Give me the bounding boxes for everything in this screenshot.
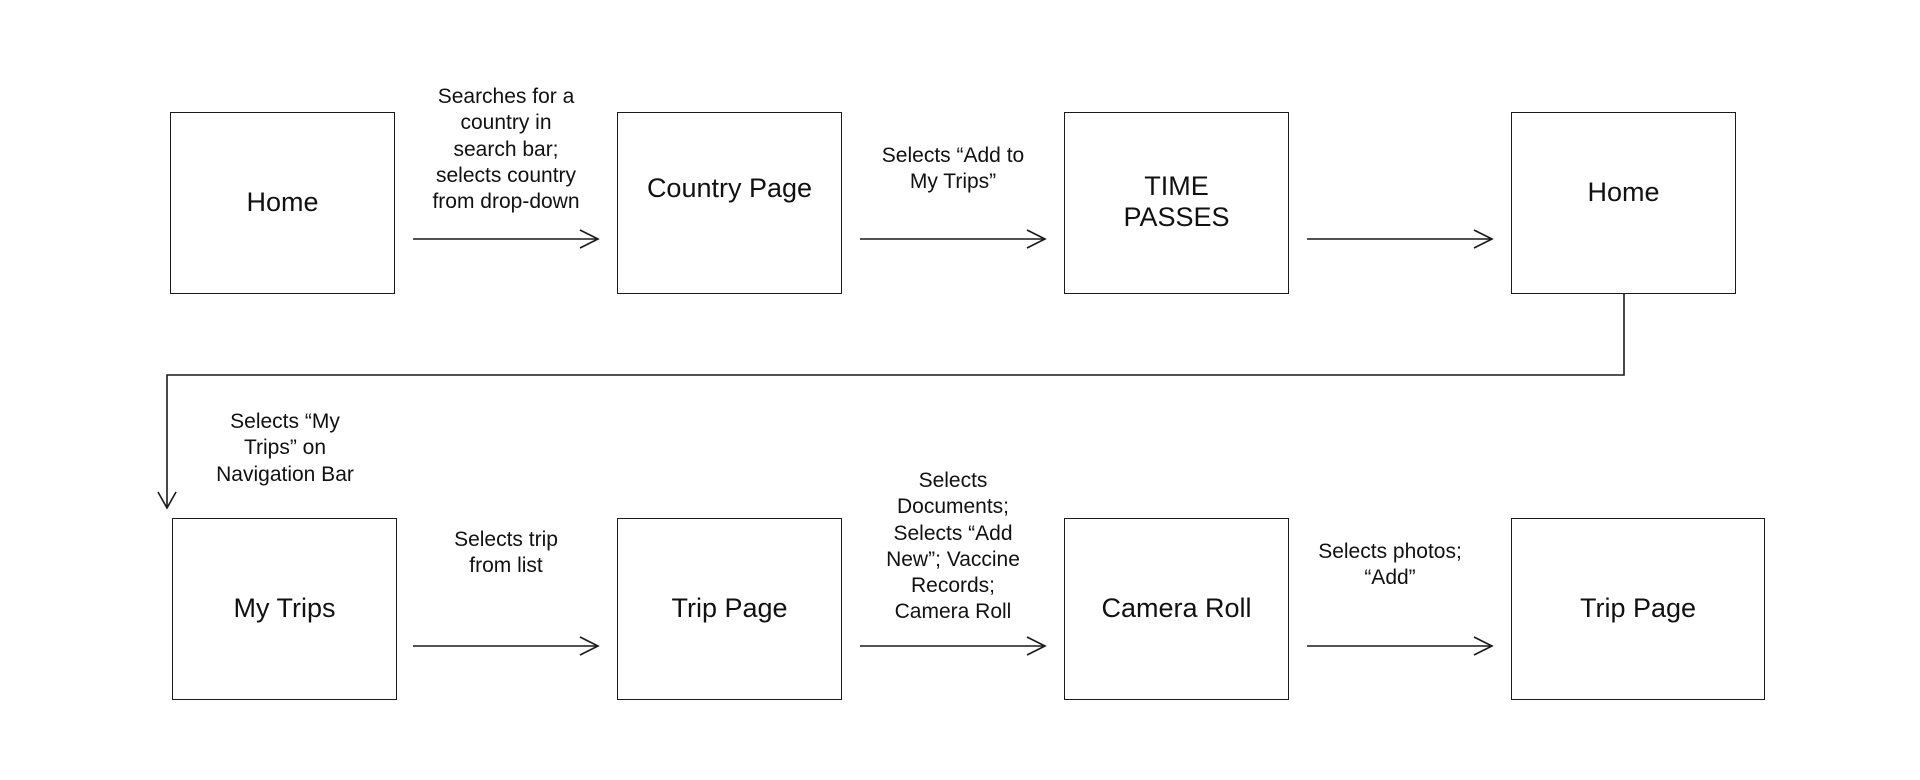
node-label: Home: [1587, 177, 1660, 207]
arrow-country-to-time: [860, 229, 1047, 249]
node-label: TIME PASSES: [1123, 171, 1230, 233]
arrow-camera-to-trip: [1307, 636, 1494, 656]
node-camera-roll: Camera Roll: [1064, 518, 1289, 700]
node-label: Home: [246, 187, 319, 218]
node-home: Home: [170, 112, 395, 294]
edge-label-home-to-country: Searches for a country in search bar; se…: [432, 85, 580, 213]
edge-label-trip-to-camera: Selects Documents; Selects “Add New”; Va…: [886, 469, 1020, 624]
node-label: My Trips: [233, 593, 336, 624]
node-trip-page-final: Trip Page: [1511, 518, 1765, 700]
node-label: Country Page: [646, 173, 813, 203]
node-country-page: Country Page: [617, 112, 842, 294]
edge-label-country-to-time: Selects “Add to My Trips”: [881, 144, 1025, 194]
arrow-home-to-country: [413, 229, 600, 249]
node-time-passes: TIME PASSES: [1064, 112, 1289, 294]
arrow-home-to-mytrips: [157, 294, 1625, 510]
arrow-time-to-home: [1307, 229, 1494, 249]
edge-label-camera-to-trip: Selects photos; “Add”: [1318, 540, 1462, 590]
arrow-trip-to-camera: [860, 636, 1047, 656]
node-label: Camera Roll: [1101, 593, 1252, 624]
node-home-return: Home: [1511, 112, 1736, 294]
node-label: Trip Page: [1579, 593, 1697, 624]
arrow-mytrips-to-trip: [413, 636, 600, 656]
edge-label-mytrips-to-trip: Selects trip from list: [454, 528, 558, 578]
node-label: Trip Page: [671, 593, 788, 624]
node-my-trips: My Trips: [172, 518, 397, 700]
edge-label-home-to-mytrips: Selects “My Trips” on Navigation Bar: [216, 410, 354, 486]
node-trip-page: Trip Page: [617, 518, 842, 700]
